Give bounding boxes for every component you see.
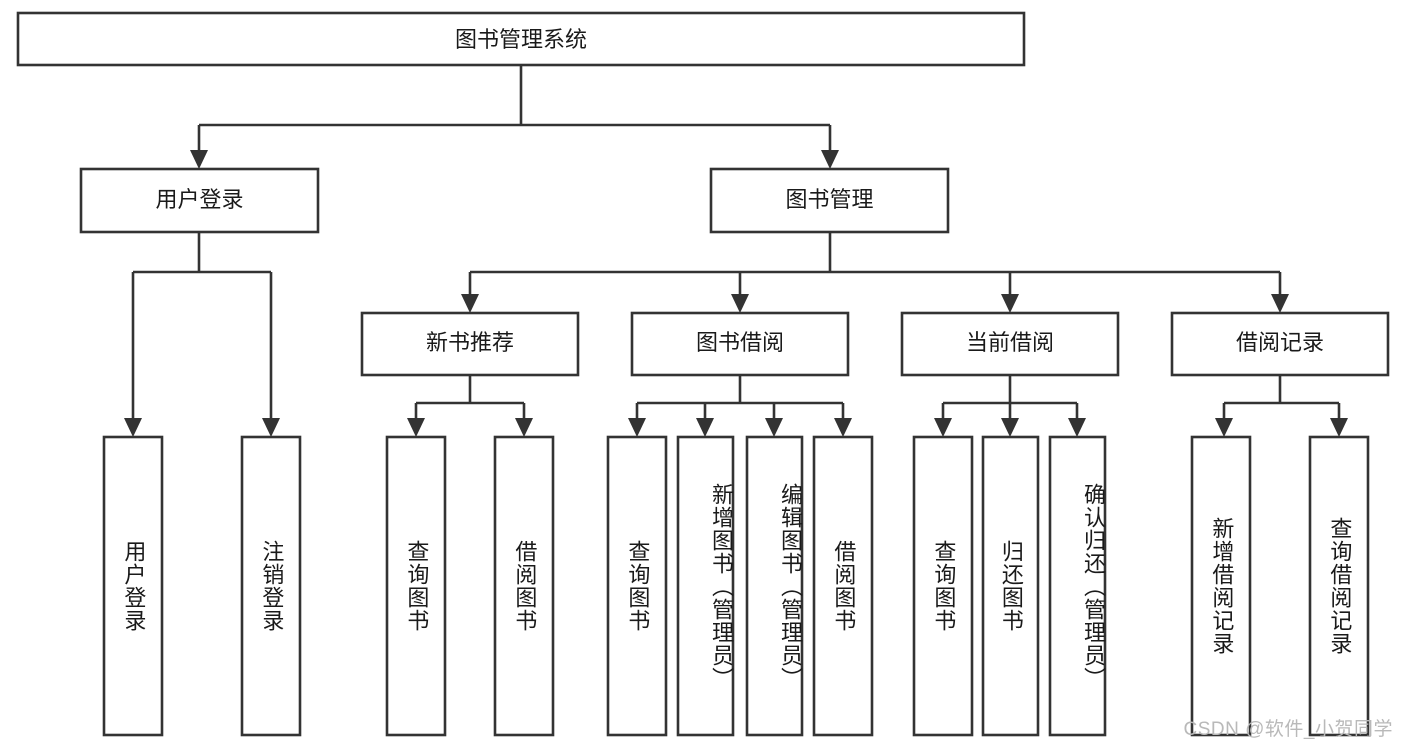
arrow-leaf-query-book-1 bbox=[407, 418, 425, 437]
node-label-current-borrow: 当前借阅 bbox=[966, 330, 1054, 355]
arrow-borrow-record bbox=[1271, 294, 1289, 313]
node-box-root[interactable] bbox=[16, 11, 1026, 67]
node-box-leaf-user-login[interactable] bbox=[102, 435, 164, 737]
arrow-leaf-confirm-return bbox=[1068, 418, 1086, 437]
arrow-book-borrow bbox=[731, 294, 749, 313]
node-box-leaf-query-book-3[interactable] bbox=[912, 435, 974, 737]
node-box-leaf-borrow-book-1[interactable] bbox=[493, 435, 555, 737]
arrow-new-book-recommend bbox=[461, 294, 479, 313]
node-label-user-login: 用户登录 bbox=[155, 187, 243, 212]
node-box-leaf-return-book[interactable] bbox=[981, 435, 1040, 737]
node-box-leaf-add-book[interactable] bbox=[676, 435, 735, 737]
arrow-leaf-user-login bbox=[124, 418, 142, 437]
arrow-user-login bbox=[190, 150, 208, 169]
node-box-leaf-query-record[interactable] bbox=[1308, 435, 1370, 737]
arrow-leaf-borrow-book-1 bbox=[515, 418, 533, 437]
node-box-user-login[interactable] bbox=[79, 167, 320, 234]
node-label-new-book-recommend: 新书推荐 bbox=[426, 330, 514, 355]
watermark-text: CSDN @软件_小贺同学 bbox=[1183, 719, 1393, 740]
node-label-borrow-record: 借阅记录 bbox=[1236, 330, 1324, 355]
arrow-leaf-query-book-3 bbox=[934, 418, 952, 437]
node-box-new-book-recommend[interactable] bbox=[360, 311, 580, 377]
arrow-leaf-user-logout bbox=[262, 418, 280, 437]
node-box-book-manage[interactable] bbox=[709, 167, 950, 234]
arrow-leaf-query-record bbox=[1330, 418, 1348, 437]
node-box-book-borrow[interactable] bbox=[630, 311, 850, 377]
node-box-current-borrow[interactable] bbox=[900, 311, 1120, 377]
arrow-leaf-query-book-2 bbox=[628, 418, 646, 437]
node-label-book-manage: 图书管理 bbox=[785, 187, 873, 212]
node-label-book-borrow: 图书借阅 bbox=[696, 330, 784, 355]
node-box-leaf-edit-book[interactable] bbox=[745, 435, 804, 737]
node-layer: 图书管理系统 用户登录 图书管理 新书推荐 图书借阅 当前借阅 借阅记录 bbox=[16, 11, 1390, 737]
arrow-leaf-add-record bbox=[1215, 418, 1233, 437]
arrow-leaf-return-book bbox=[1001, 418, 1019, 437]
arrow-leaf-edit-book bbox=[765, 418, 783, 437]
node-box-leaf-user-logout[interactable] bbox=[240, 435, 302, 737]
node-box-leaf-query-book-1[interactable] bbox=[385, 435, 447, 737]
arrow-book-manage bbox=[821, 150, 839, 169]
node-box-leaf-confirm-return[interactable] bbox=[1048, 435, 1107, 737]
node-label-root: 图书管理系统 bbox=[455, 27, 587, 52]
arrow-current-borrow bbox=[1001, 294, 1019, 313]
arrow-leaf-add-book bbox=[696, 418, 714, 437]
node-box-leaf-query-book-2[interactable] bbox=[606, 435, 668, 737]
connector-layer bbox=[124, 65, 1348, 437]
node-box-borrow-record[interactable] bbox=[1170, 311, 1390, 377]
node-box-leaf-add-record[interactable] bbox=[1190, 435, 1252, 737]
arrow-leaf-borrow-book-2 bbox=[834, 418, 852, 437]
node-box-leaf-borrow-book-2[interactable] bbox=[812, 435, 874, 737]
